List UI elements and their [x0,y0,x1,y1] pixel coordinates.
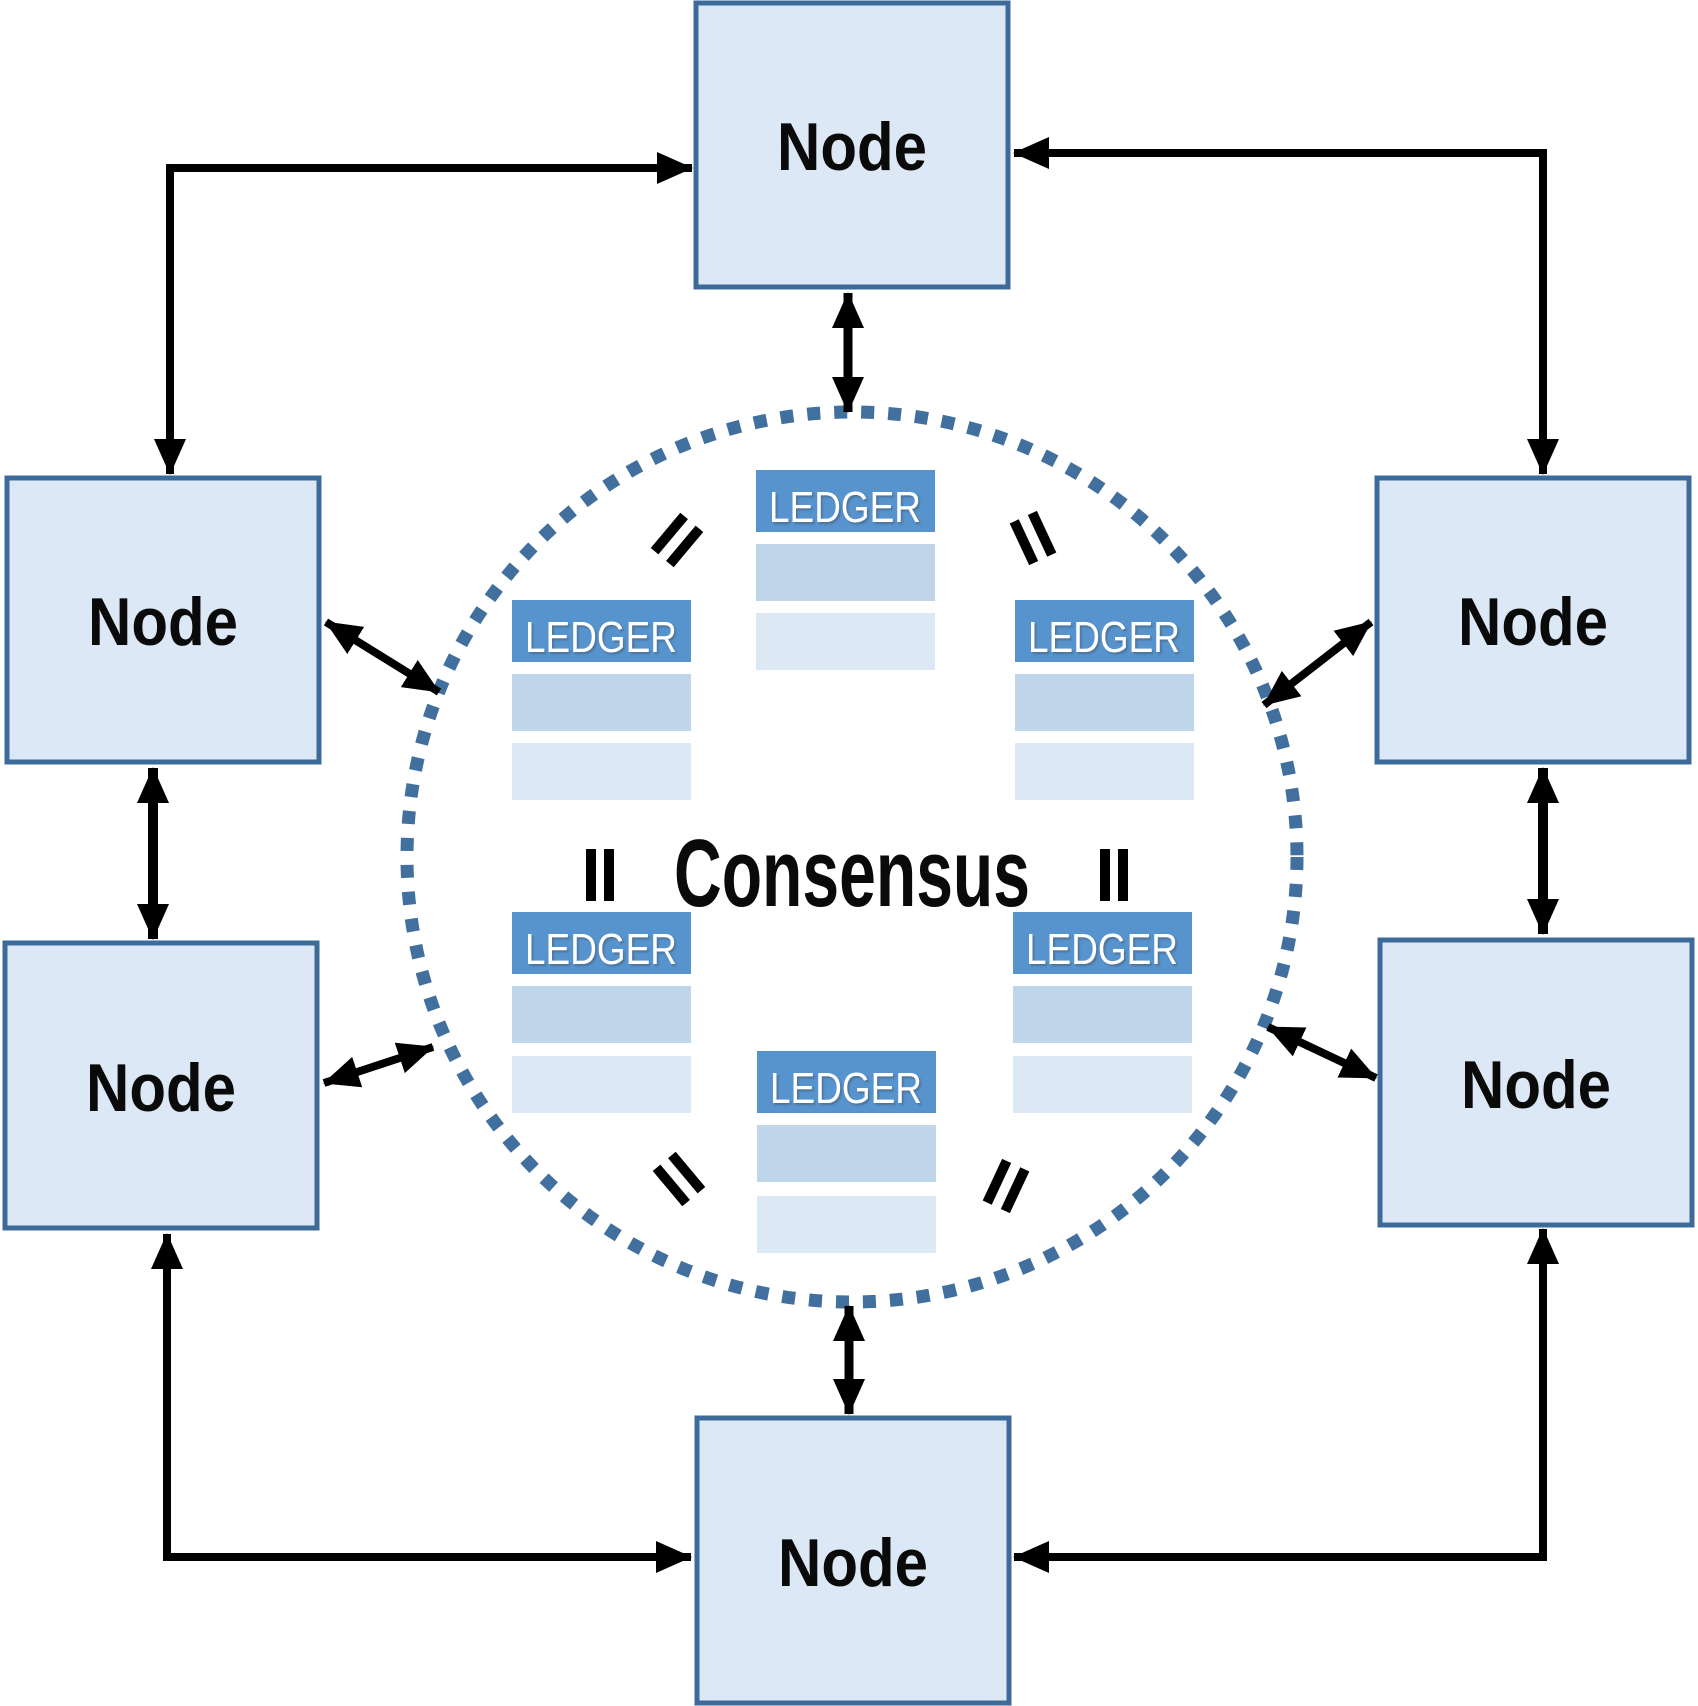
connector-upperright-node-to-circle [1261,618,1374,709]
connector-lowerright-node-to-circle [1266,1023,1378,1082]
ledger-table-lower-left: LEDGER [512,912,691,1113]
ledger-table-upper-right: LEDGER [1015,600,1194,800]
node-box [1374,475,1692,765]
ledger-row [512,986,691,1043]
node-box [2,940,320,1231]
ledger-row [512,1056,691,1113]
ledger-row [1015,674,1194,731]
ledger-row [1013,986,1192,1043]
connector-upperleft-to-top [154,152,693,475]
node-box [693,0,1011,290]
equals-icon [1100,849,1128,901]
ledger-row [757,1125,936,1182]
ledger-label: LEDGER [770,1064,922,1113]
ledger-label: LEDGER [1026,925,1178,974]
node-upper-left: Node [4,475,322,765]
ledger-header [757,1051,936,1113]
ledger-row [756,613,935,670]
ledger-header [756,470,935,532]
ledger-header [512,912,691,974]
equals-icon [1009,510,1057,566]
ledger-table-top-center: LEDGER [756,470,935,670]
node-box [1377,937,1695,1228]
node-bottom-center: Node [694,1415,1012,1706]
node-label: Node [88,584,238,660]
ledger-label: LEDGER [769,483,921,532]
node-lower-left: Node [2,940,320,1231]
ledger-row [1013,1056,1192,1113]
consensus-label: Consensus [674,820,1030,927]
ledger-header [1015,600,1194,662]
node-box [4,475,322,765]
ledger-row [756,544,935,601]
connector-upperright-to-top [1013,137,1559,475]
ledger-header [1013,912,1192,974]
node-top-center: Node [693,0,1011,290]
equals-icon [652,1151,706,1207]
node-label: Node [777,109,927,185]
node-box [694,1415,1012,1706]
ledger-row [1015,743,1194,800]
node-label: Node [778,1525,928,1601]
connector-lowerleft-to-bottom [151,1233,692,1573]
ledger-table-upper-left: LEDGER [512,600,691,800]
ledger-label: LEDGER [525,925,677,974]
connector-lowerleft-node-to-circle [322,1042,435,1088]
ledger-label: LEDGER [525,613,677,662]
connector-lowerright-to-bottom [1013,1228,1559,1573]
ledger-row [757,1196,936,1253]
node-upper-right: Node [1374,475,1692,765]
ledger-row [512,743,691,800]
node-label: Node [86,1050,236,1126]
node-label: Node [1461,1047,1611,1123]
ledger-table-lower-right: LEDGER [1013,912,1192,1113]
ledger-table-bottom-center: LEDGER [757,1051,936,1253]
equals-icon [982,1158,1030,1214]
connector-upperleft-node-to-circle [323,618,442,696]
node-label: Node [1458,584,1608,660]
ledger-row [512,674,691,731]
equals-icon [650,512,704,568]
equals-icon [586,849,614,901]
ledger-header [512,600,691,662]
consensus-circle-dotted-border [400,405,1304,1309]
node-lower-right: Node [1377,937,1695,1228]
ledger-label: LEDGER [1028,613,1180,662]
